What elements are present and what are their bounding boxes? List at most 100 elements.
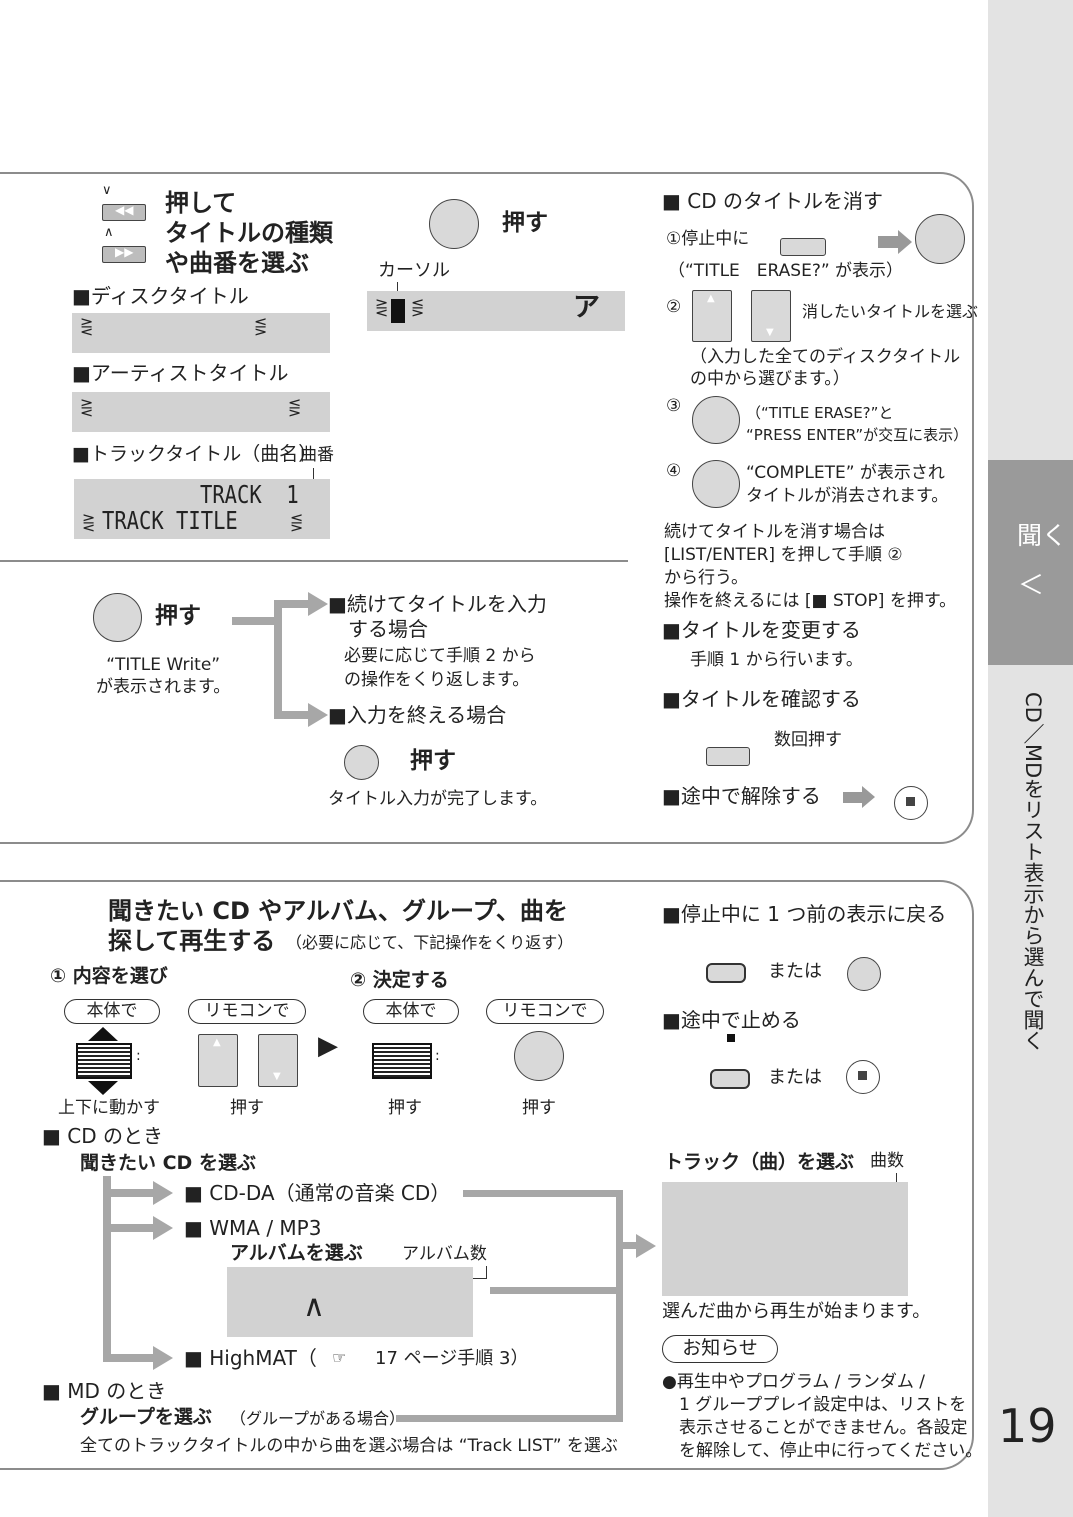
enter-button-icon <box>692 396 740 444</box>
erase-heading: ■ CD のタイトルを消す <box>662 189 883 213</box>
jog-dial-icon <box>76 1043 132 1079</box>
group-note: （グループがある場合） <box>230 1409 406 1428</box>
skip-back-button-icon: ◀◀ <box>102 203 146 221</box>
album-select: アルバムを選ぶ <box>230 1242 363 1264</box>
erase-step2: 消したいタイトルを選ぶ <box>802 302 979 321</box>
confirm-heading: ■タイトルを確認する <box>662 687 861 711</box>
bottom-panel <box>0 880 974 1470</box>
flow-line <box>103 1176 111 1362</box>
album-lcd <box>227 1267 473 1337</box>
flow-line <box>274 604 282 717</box>
album-count-pointer <box>486 1266 487 1278</box>
caption-move: 上下に動かす <box>58 1098 160 1118</box>
step2-label: ② 決定する <box>350 969 449 991</box>
erase-step3: （“TITLE ERASE?”と “PRESS ENTER”が交互に表示） <box>746 404 969 444</box>
flow-line <box>232 617 280 625</box>
erase-step1-note: （“TITLE ERASE?” が表示） <box>668 261 904 281</box>
wma-item: ■ WMA / MP3 <box>184 1216 322 1240</box>
continue-body: 必要に応じて手順 2 から の操作をくり返します。 <box>344 646 536 690</box>
flow-arrow-icon <box>308 592 328 616</box>
back-button-icon <box>847 957 881 991</box>
track-count-label: 曲数 <box>870 1151 904 1171</box>
flow-line <box>103 1189 155 1197</box>
caption-push: 押す <box>230 1098 264 1118</box>
jog-dial-icon <box>372 1043 432 1079</box>
flow-arrow-icon <box>636 1234 656 1258</box>
step-select-text: 押して タイトルの種類 や曲番を選ぶ <box>165 189 333 277</box>
track-number-pointer <box>313 468 314 484</box>
erase-note: 続けてタイトルを消す場合は [LIST/ENTER] を押して手順 ② から行う… <box>664 522 957 611</box>
confirm-body: 数回押す <box>774 730 842 750</box>
flow-arrow-icon <box>308 703 328 727</box>
chevron-up-icon: ∧ <box>104 225 114 240</box>
arrow-right-icon <box>862 786 875 808</box>
disc-title-label: ■ディスクタイトル <box>72 284 249 308</box>
erase-step4: “COMPLETE” が表示され タイトルが消去されます。 <box>746 463 949 506</box>
jog-down-arrow-icon <box>88 1081 118 1095</box>
track-title-label: ■トラックタイトル（曲名） <box>72 443 318 465</box>
up-button-icon: ▲ <box>198 1034 238 1087</box>
tag-main-unit: 本体で <box>363 999 459 1024</box>
flow-line <box>274 600 310 608</box>
notice-badge: お知らせ <box>662 1335 778 1363</box>
side-bar <box>988 0 1073 1517</box>
lcd-track-line1: TRACK 1 <box>200 480 299 509</box>
highmat-item: ■ HighMAT（ <box>184 1346 317 1370</box>
stop-button-icon <box>710 1069 750 1089</box>
flow-arrow-icon <box>153 1216 173 1240</box>
lcd-marker-icon: ⋛ <box>82 513 96 532</box>
top-divider <box>0 560 628 562</box>
artist-title-lcd: ⋛⋚ <box>72 392 330 432</box>
lcd-track-line2: TRACK TITLE <box>102 506 238 535</box>
flow-line <box>490 1287 620 1294</box>
chevron-down-icon: ∨ <box>102 183 112 198</box>
erase-step1: ①停止中に <box>666 229 750 249</box>
cd-select: 聞きたい CD を選ぶ <box>80 1152 256 1174</box>
down-button-icon: ▼ <box>751 290 791 342</box>
caption-push: 押す <box>522 1098 556 1118</box>
cursor-pointer <box>397 282 398 296</box>
title-write-text: “TITLE Write” が表示されます。 <box>96 655 231 697</box>
jog-up-arrow-icon <box>88 1027 118 1041</box>
change-heading: ■タイトルを変更する <box>662 618 861 642</box>
lcd-album-char: ∧ <box>303 1289 325 1324</box>
up-button-icon: ▲ <box>692 290 732 342</box>
arrow-right-icon <box>878 236 900 248</box>
dots-icon: : <box>136 1048 141 1064</box>
push-label: 押す <box>410 748 456 774</box>
tag-remote: リモコンで <box>188 999 306 1024</box>
cancel-heading: ■途中で解除する <box>662 784 821 808</box>
bottom-title-note: （必要に応じて、下記操作をくり返す） <box>286 933 574 952</box>
or-label: または <box>768 1067 822 1088</box>
flow-line <box>463 1190 623 1197</box>
track-count-pointer <box>896 1173 897 1183</box>
lcd-marker-icon: ⋚ <box>290 513 304 532</box>
flow-line <box>616 1242 638 1249</box>
track-number-label: 曲番 <box>300 445 334 465</box>
track-title-lcd <box>74 479 330 539</box>
side-chapter-title: CD／MDをリスト表示から選んで聞く <box>1021 692 1045 1052</box>
finish-heading: ■入力を終える場合 <box>328 703 507 727</box>
enter-button-icon <box>429 199 479 249</box>
push-label: 押す <box>502 210 548 236</box>
top-panel <box>0 172 974 844</box>
flow-line <box>616 1190 623 1422</box>
md-heading: ■ MD のとき <box>42 1379 167 1403</box>
album-count-label: アルバム数 <box>402 1244 487 1264</box>
enter-button-icon <box>93 593 142 642</box>
change-body: 手順 1 から行います。 <box>690 650 863 670</box>
enter-button-icon <box>915 214 965 264</box>
flow-line <box>103 1224 155 1232</box>
flow-arrow-icon <box>153 1346 173 1370</box>
erase-step2-num: ② <box>666 297 682 317</box>
play-arrow-icon: ▶ <box>318 1031 338 1061</box>
flow-line <box>274 711 310 719</box>
highmat-ref: 17 ページ手順 3） <box>375 1348 529 1369</box>
or-label: または <box>768 961 822 982</box>
play-from-text: 選んだ曲から再生が始まります。 <box>662 1301 931 1322</box>
cursor-label: カーソル <box>378 260 450 281</box>
skip-forward-button-icon: ▶▶ <box>102 245 146 263</box>
stop-square-icon <box>727 1034 735 1042</box>
disc-title-lcd: ⋛⋚ <box>72 313 330 353</box>
arrow-right-icon <box>843 792 863 803</box>
